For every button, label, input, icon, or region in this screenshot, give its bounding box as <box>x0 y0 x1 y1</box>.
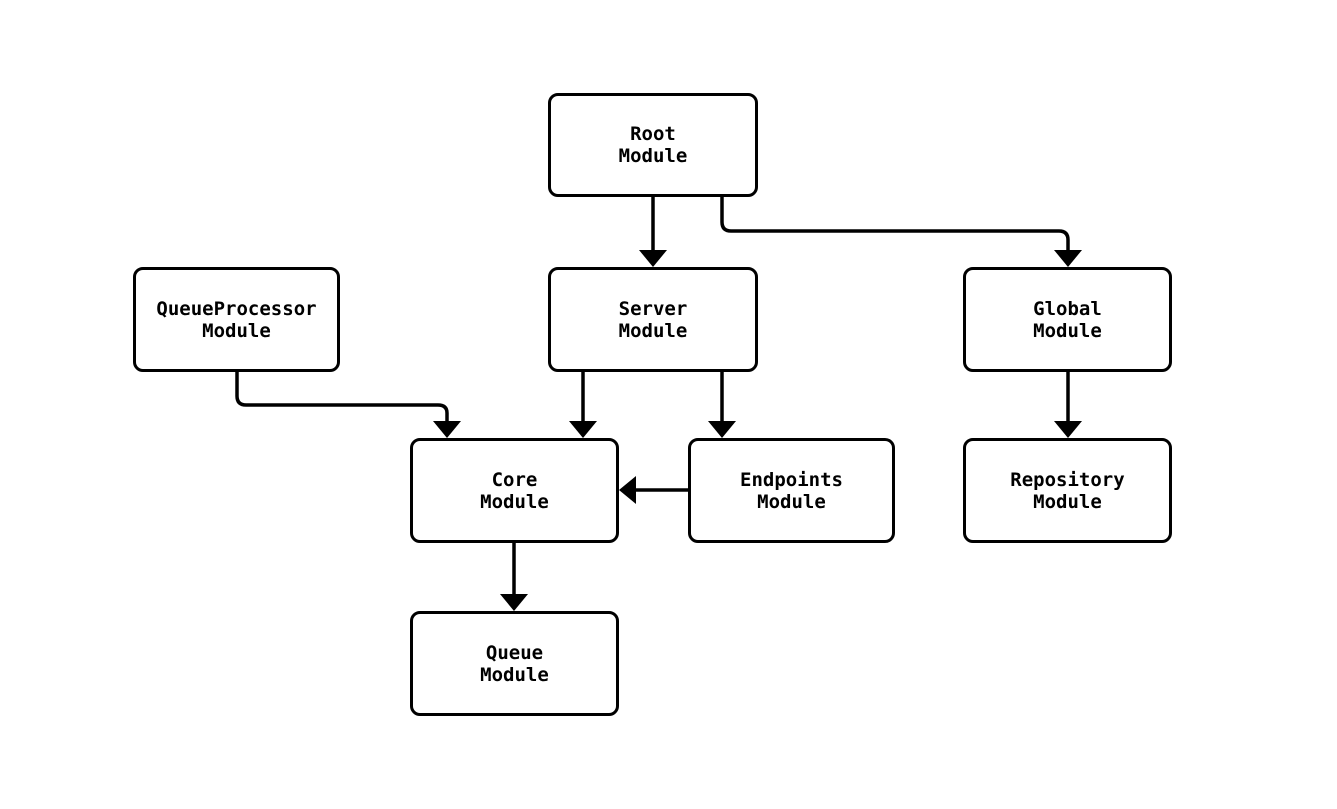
node-root-module: Root Module <box>548 93 758 197</box>
node-global-module: Global Module <box>963 267 1172 372</box>
arrowhead-icon <box>569 421 597 438</box>
node-label: Queue Module <box>480 641 549 686</box>
node-repository-module: Repository Module <box>963 438 1172 543</box>
node-label: Global Module <box>1033 297 1102 342</box>
arrowhead-icon <box>1054 421 1082 438</box>
node-queue-module: Queue Module <box>410 611 619 716</box>
arrowhead-icon <box>433 421 461 438</box>
node-core-module: Core Module <box>410 438 619 543</box>
arrowhead-icon <box>708 421 736 438</box>
node-endpoints-module: Endpoints Module <box>688 438 895 543</box>
edge-root-module-to-global-module <box>720 197 1070 250</box>
node-server-module: Server Module <box>548 267 758 372</box>
arrowhead-icon <box>1054 250 1082 267</box>
node-label: Core Module <box>480 468 549 513</box>
arrowhead-icon <box>500 594 528 611</box>
node-label: Repository Module <box>1010 468 1125 513</box>
arrowhead-icon <box>639 250 667 267</box>
edge-queueprocessor-module-to-core-module <box>235 372 449 421</box>
arrowhead-icon <box>619 476 636 504</box>
node-label: Server Module <box>618 297 688 342</box>
node-label: QueueProcessor Module <box>156 297 317 342</box>
node-queueprocessor-module: QueueProcessor Module <box>133 267 340 372</box>
node-label: Endpoints Module <box>740 468 843 513</box>
node-label: Root Module <box>618 123 688 167</box>
